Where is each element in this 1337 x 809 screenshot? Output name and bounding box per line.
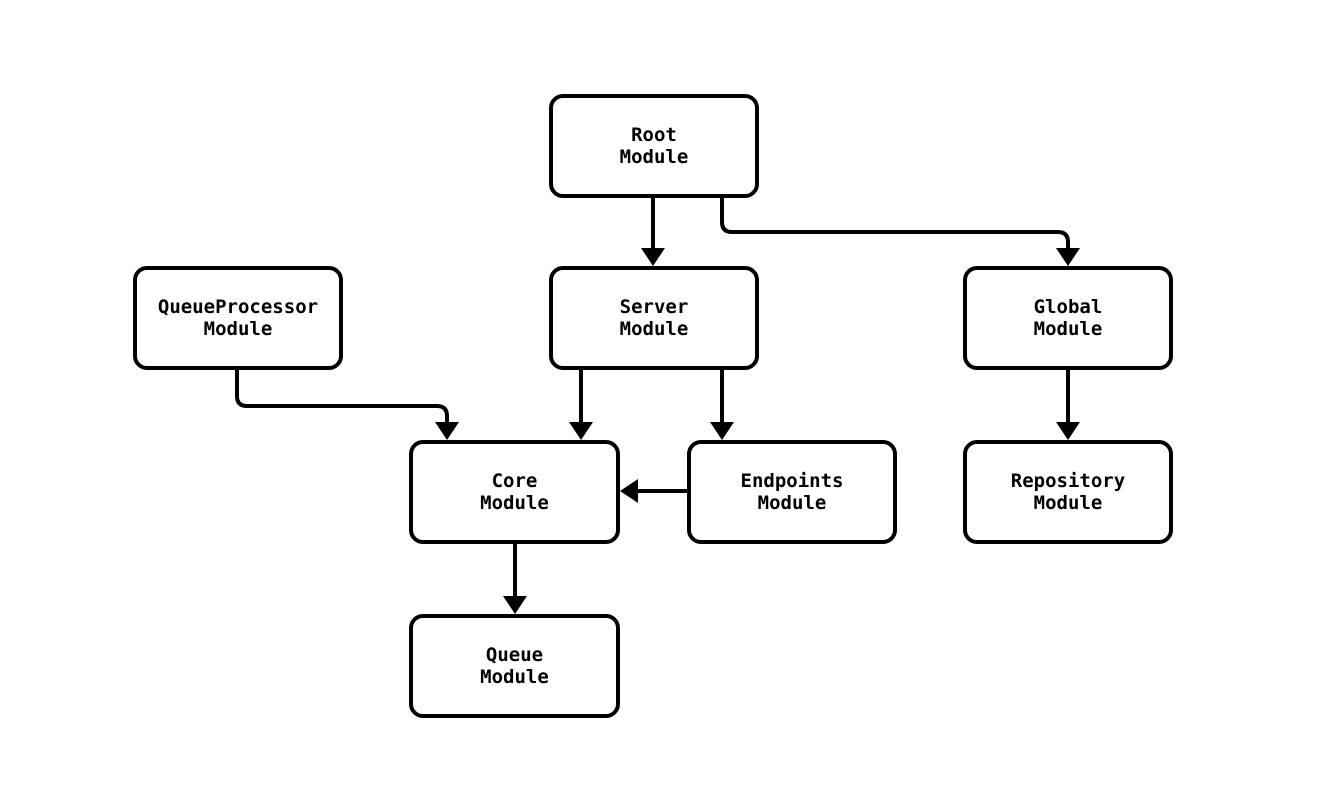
node-label-primary: Repository <box>1010 470 1126 492</box>
edge-line <box>235 370 449 422</box>
edge-arrowhead <box>620 479 638 503</box>
edge-endpoints-to-core <box>620 479 687 503</box>
edge-root-to-server <box>641 198 665 266</box>
node-label-primary: QueueProcessor <box>157 296 319 318</box>
edge-arrowhead <box>435 422 459 440</box>
edge-server-to-endpoints <box>710 370 734 440</box>
node-label-primary: Core <box>491 470 538 492</box>
node-label-primary: Global <box>1033 296 1103 318</box>
node-label-secondary: Module <box>480 492 549 514</box>
node-label-secondary: Module <box>1033 492 1103 514</box>
edge-arrowhead <box>569 422 593 440</box>
edge-root-to-global <box>720 198 1080 266</box>
node-label-secondary: Module <box>619 146 689 168</box>
edge-arrowhead <box>503 596 527 614</box>
node-label-primary: Root <box>631 124 677 146</box>
edge-arrowhead <box>1056 248 1080 266</box>
edge-queueprocessor-to-core <box>235 370 459 440</box>
edge-arrowhead <box>1056 422 1080 440</box>
node-label-secondary: Module <box>757 492 827 514</box>
edge-arrowhead <box>710 422 734 440</box>
edge-arrowhead <box>641 248 665 266</box>
edge-global-to-repository <box>1056 370 1080 440</box>
node-label-secondary: Module <box>480 666 549 688</box>
node-label-secondary: Module <box>619 318 689 340</box>
edge-line <box>720 198 1070 248</box>
edge-server-to-core <box>569 370 593 440</box>
node-label-primary: Queue <box>485 644 544 666</box>
node-label-secondary: Module <box>1033 318 1103 340</box>
edge-core-to-queue <box>503 544 527 614</box>
node-label-secondary: Module <box>203 318 273 340</box>
node-label-primary: Endpoints <box>740 470 844 492</box>
node-label-primary: Server <box>619 296 689 318</box>
